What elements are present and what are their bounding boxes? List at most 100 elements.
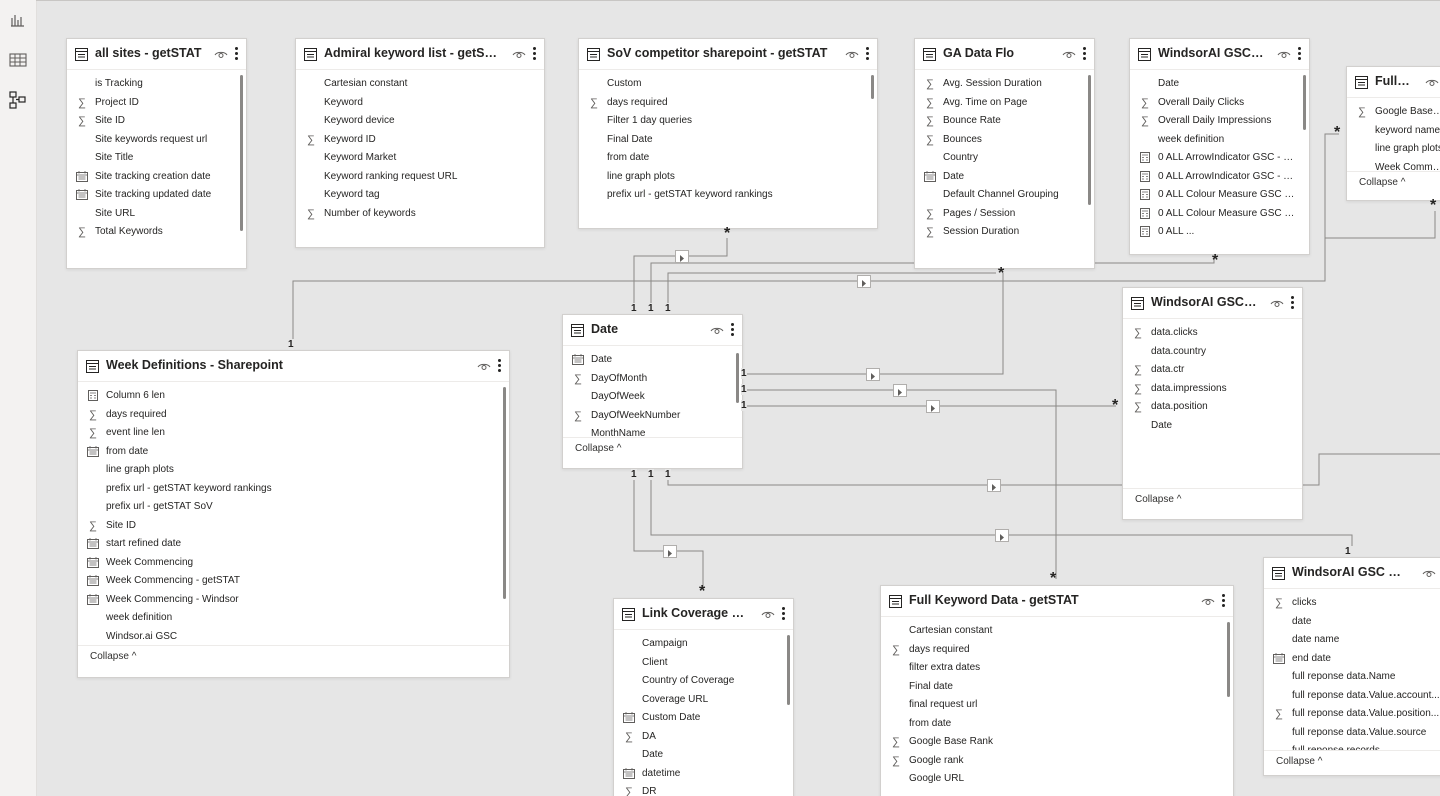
filter-direction-arrow[interactable] — [663, 545, 677, 558]
collapse-button[interactable]: Collapse ^ — [90, 651, 137, 662]
field-row[interactable]: ∑Project ID — [67, 94, 234, 113]
field-row[interactable]: Week Commencing - Windsor — [78, 591, 497, 610]
field-row[interactable]: full reponse data.Value.source — [1264, 724, 1440, 743]
field-row[interactable]: Custom Date — [614, 709, 781, 728]
field-row[interactable]: Site URL — [67, 205, 234, 224]
field-row[interactable]: Final date — [881, 678, 1221, 697]
visibility-icon[interactable] — [761, 607, 775, 625]
field-row[interactable]: ∑Session Duration — [915, 223, 1082, 242]
more-options-icon[interactable] — [1295, 46, 1303, 62]
field-row[interactable]: ∑Bounces — [915, 131, 1082, 150]
field-row[interactable]: Date — [1123, 417, 1290, 436]
table-icon[interactable] — [6, 48, 30, 72]
table-card-windsor-yearly[interactable]: WindsorAI GSC Yearly...∑data.clicksdata.… — [1122, 287, 1303, 520]
field-row[interactable]: ∑DayOfMonth — [563, 370, 730, 389]
field-row[interactable]: line graph plots — [78, 461, 497, 480]
field-row[interactable]: Final Date — [579, 131, 865, 150]
field-row[interactable]: ∑Avg. Session Duration — [915, 75, 1082, 94]
field-row[interactable]: Country — [915, 149, 1082, 168]
visibility-icon[interactable] — [214, 47, 228, 65]
field-row[interactable]: Site Title — [67, 149, 234, 168]
collapse-button[interactable]: Collapse ^ — [1276, 756, 1323, 767]
table-card-admiral[interactable]: Admiral keyword list - getSTAT Cartesian … — [295, 38, 545, 248]
more-options-icon[interactable] — [779, 606, 787, 622]
field-row[interactable]: ∑days required — [78, 406, 497, 425]
table-card-windsor-daily[interactable]: WindsorAI GSC Daily ...Date∑Overall Dail… — [1129, 38, 1310, 255]
visibility-icon[interactable] — [1270, 296, 1284, 314]
scrollbar[interactable] — [871, 75, 874, 99]
field-row[interactable]: ∑Total Keywords — [67, 223, 234, 242]
field-row[interactable]: Default Channel Grouping — [915, 186, 1082, 205]
field-row[interactable]: 0 ALL ArrowIndicator GSC - Thi... — [1130, 168, 1297, 187]
field-row[interactable]: ∑data.ctr — [1123, 361, 1290, 380]
field-row[interactable]: ∑data.impressions — [1123, 380, 1290, 399]
field-row[interactable]: ∑data.clicks — [1123, 324, 1290, 343]
table-card-link-coverage[interactable]: Link Coverage Data - ...CampaignClientCo… — [613, 598, 794, 796]
field-row[interactable]: ∑Google rank — [881, 752, 1221, 771]
field-row[interactable]: prefix url - getSTAT keyword rankings — [579, 186, 865, 205]
field-row[interactable]: Column 6 len — [78, 387, 497, 406]
scrollbar[interactable] — [736, 353, 739, 403]
field-row[interactable]: ∑Pages / Session — [915, 205, 1082, 224]
field-row[interactable]: full reponse data.Value.account... — [1264, 687, 1440, 706]
visibility-icon[interactable] — [512, 47, 526, 65]
field-row[interactable]: ∑clicks — [1264, 594, 1440, 613]
field-row[interactable]: Country of Coverage — [614, 672, 781, 691]
table-header[interactable]: WindsorAI GSC Mont... — [1264, 558, 1440, 589]
field-row[interactable]: Site keywords request url — [67, 131, 234, 150]
field-row[interactable]: Windsor.ai GSC — [78, 628, 497, 647]
field-row[interactable]: ∑Google Base Rank — [881, 733, 1221, 752]
field-row[interactable]: ∑Bounce Rate — [915, 112, 1082, 131]
field-row[interactable]: from date — [881, 715, 1221, 734]
field-row[interactable]: full reponse data.Name — [1264, 668, 1440, 687]
field-row[interactable]: keyword name — [1347, 122, 1440, 141]
field-row[interactable]: date name — [1264, 631, 1440, 650]
field-row[interactable]: Coverage URL — [614, 691, 781, 710]
field-row[interactable]: date — [1264, 613, 1440, 632]
field-row[interactable]: ∑DR — [614, 783, 781, 796]
field-row[interactable]: DayOfWeek — [563, 388, 730, 407]
field-row[interactable]: Keyword ranking request URL — [296, 168, 532, 187]
field-row[interactable]: ∑Overall Daily Impressions — [1130, 112, 1297, 131]
more-options-icon[interactable] — [530, 46, 538, 62]
collapse-button[interactable]: Collapse ^ — [1359, 177, 1406, 188]
more-options-icon[interactable] — [232, 46, 240, 62]
field-row[interactable]: 0 ALL ... — [1130, 223, 1297, 242]
field-row[interactable]: Cartesian constant — [881, 622, 1221, 641]
field-row[interactable]: final request url — [881, 696, 1221, 715]
table-header[interactable]: Admiral keyword list - getSTAT — [296, 39, 544, 70]
field-row[interactable]: Keyword Market — [296, 149, 532, 168]
field-row[interactable]: Custom — [579, 75, 865, 94]
field-row[interactable]: ∑full reponse data.Value.position... — [1264, 705, 1440, 724]
field-row[interactable]: Date — [563, 351, 730, 370]
filter-direction-arrow[interactable] — [995, 529, 1009, 542]
scrollbar[interactable] — [1303, 75, 1306, 130]
field-row[interactable]: data.country — [1123, 343, 1290, 362]
collapse-button[interactable]: Collapse ^ — [575, 443, 622, 454]
scrollbar[interactable] — [1088, 75, 1091, 205]
field-row[interactable]: Week Commencing - getSTAT — [78, 572, 497, 591]
scrollbar[interactable] — [1227, 622, 1230, 697]
table-card-full-keyword-right[interactable]: Full Keyword ...∑Google Base Rankkeyword… — [1346, 66, 1440, 201]
field-row[interactable]: Keyword tag — [296, 186, 532, 205]
table-header[interactable]: SoV competitor sharepoint - getSTAT — [579, 39, 877, 70]
table-header[interactable]: Full Keyword Data - getSTAT — [881, 586, 1233, 617]
visibility-icon[interactable] — [477, 359, 491, 377]
visibility-icon[interactable] — [1201, 594, 1215, 612]
field-row[interactable]: Cartesian constant — [296, 75, 532, 94]
filter-direction-arrow[interactable] — [926, 400, 940, 413]
more-options-icon[interactable] — [495, 358, 503, 374]
field-row[interactable]: Week Commencing — [78, 554, 497, 573]
field-row[interactable]: prefix url - getSTAT SoV — [78, 498, 497, 517]
field-row[interactable]: 0 ALL ArrowIndicator GSC - Sec... — [1130, 149, 1297, 168]
filter-direction-arrow[interactable] — [675, 250, 689, 263]
scrollbar[interactable] — [787, 635, 790, 705]
more-options-icon[interactable] — [863, 46, 871, 62]
field-row[interactable]: ∑Google Base Rank — [1347, 103, 1440, 122]
field-row[interactable]: line graph plots — [1347, 140, 1440, 159]
model-icon[interactable] — [6, 88, 30, 112]
